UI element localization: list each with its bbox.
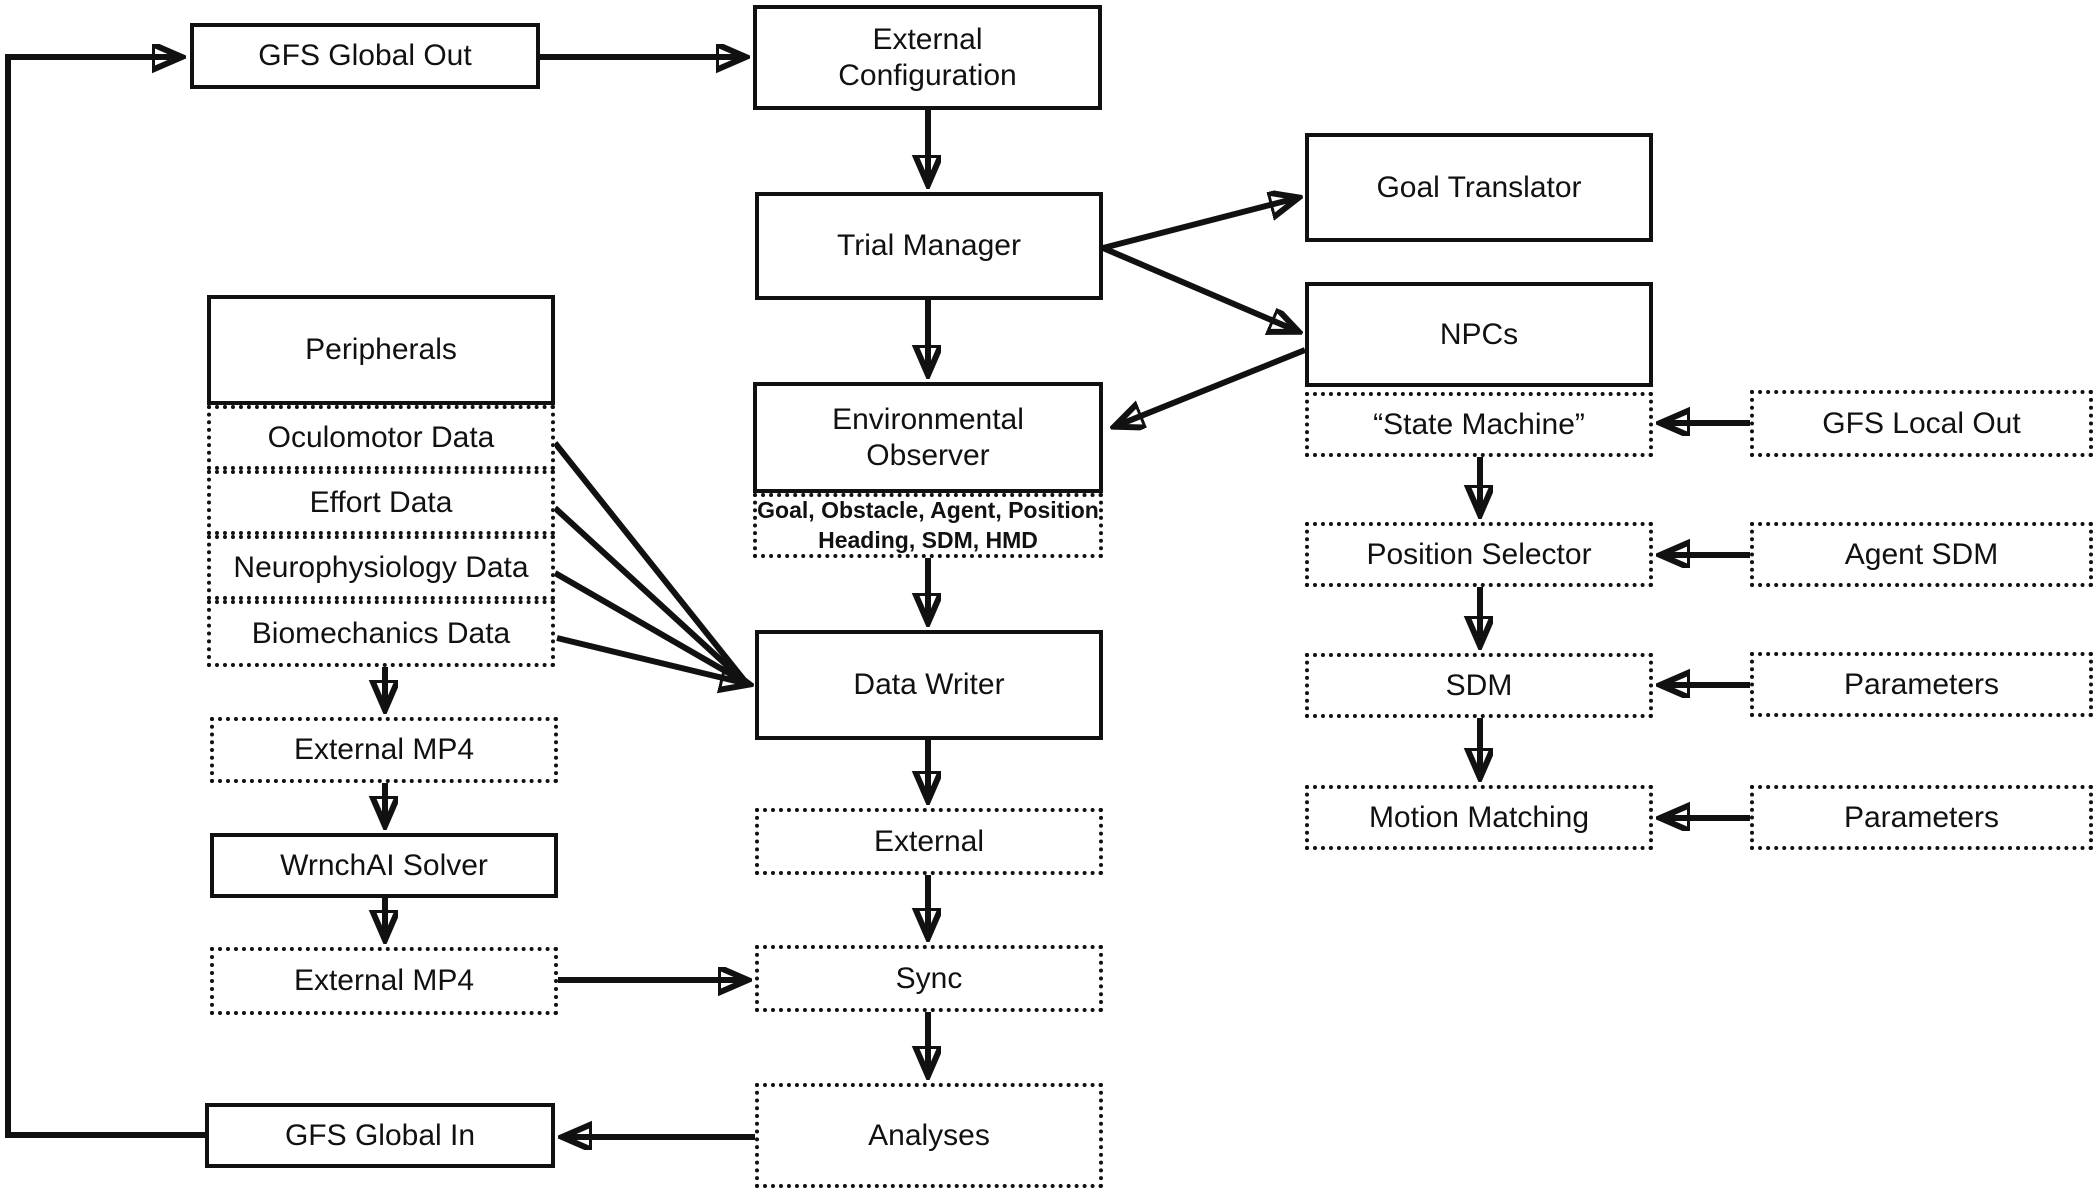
node-analyses: Analyses [755, 1083, 1103, 1188]
node-external-mp4-solved: External MP4 [210, 947, 558, 1015]
node-effort-data: Effort Data [207, 470, 555, 535]
node-goal-translator: Goal Translator [1305, 133, 1653, 242]
edge-npcs-to-environmental-observer [1116, 347, 1307, 426]
edge-gfs-global-in-to-gfs-global-out [5, 57, 205, 1138]
node-state-machine: “State Machine” [1305, 392, 1653, 457]
node-data-writer: Data Writer [755, 630, 1103, 740]
node-gfs-global-in: GFS Global In [205, 1103, 555, 1168]
node-biomechanics-data: Biomechanics Data [207, 600, 555, 667]
node-npcs: NPCs [1305, 282, 1653, 387]
node-trial-manager: Trial Manager [755, 192, 1103, 300]
node-parameters-sdm: Parameters [1750, 652, 2093, 717]
node-external-configuration: External Configuration [753, 5, 1102, 110]
node-motion-matching: Motion Matching [1305, 785, 1653, 850]
edge-trial-manager-to-goal-translator [1102, 198, 1297, 251]
node-gfs-local-out: GFS Local Out [1750, 390, 2093, 457]
edge-neurophysiology-data-to-data-writer [553, 570, 748, 686]
node-sdm: SDM [1305, 653, 1653, 718]
node-neurophysiology-data: Neurophysiology Data [207, 535, 555, 600]
node-wrnchai-solver: WrnchAI Solver [210, 833, 558, 898]
edge-effort-data-to-data-writer [552, 505, 748, 685]
node-parameters-motion-matching: Parameters [1750, 785, 2093, 850]
node-peripherals: Peripherals [207, 295, 555, 405]
node-environmental-observer-attributes: Goal, Obstacle, Agent, Position Heading,… [753, 493, 1103, 558]
node-gfs-global-out: GFS Global Out [190, 23, 540, 89]
node-sync: Sync [755, 945, 1103, 1012]
node-environmental-observer: Environmental Observer [753, 382, 1103, 493]
node-position-selector: Position Selector [1305, 522, 1653, 587]
edge-trial-manager-to-npcs [1101, 245, 1297, 331]
edge-oculomotor-data-to-data-writer [552, 441, 747, 682]
node-agent-sdm: Agent SDM [1750, 522, 2093, 587]
node-external: External [755, 808, 1103, 875]
node-oculomotor-data: Oculomotor Data [207, 405, 555, 470]
node-external-mp4-raw: External MP4 [210, 717, 558, 783]
edge-biomechanics-data-to-data-writer [556, 635, 748, 684]
